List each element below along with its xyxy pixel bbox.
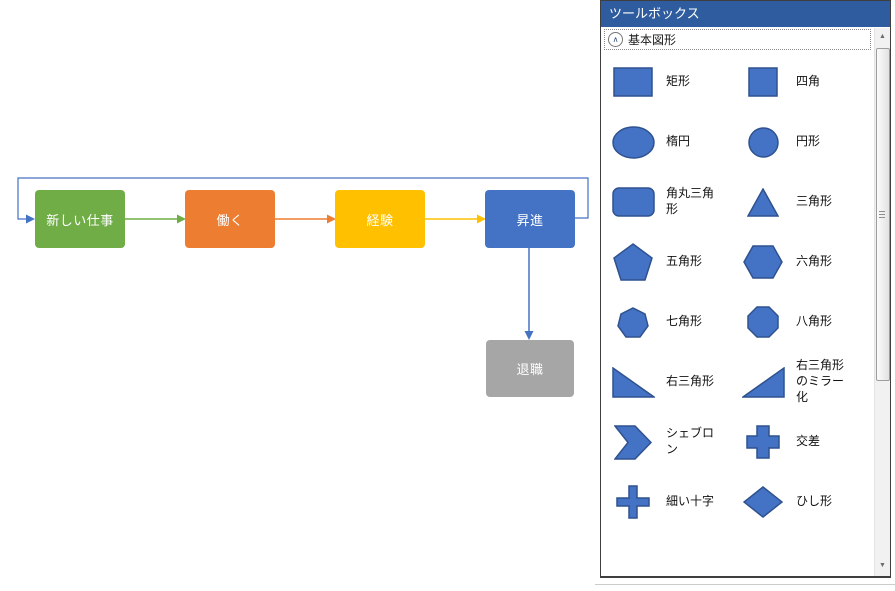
heptagon-icon — [609, 306, 657, 338]
shape-label: 四角 — [796, 74, 821, 89]
shape-item-right-triangle-mirrored[interactable]: 右三角形のミラー化 — [731, 352, 873, 412]
flow-node-promotion[interactable]: 昇進 — [485, 190, 575, 248]
shape-item-rounded-rectangle[interactable]: 角丸三角形 — [601, 172, 731, 232]
shape-label: 角丸三角形 — [666, 186, 715, 216]
connector-work-experience[interactable] — [275, 214, 336, 224]
scrollbar-down-button[interactable]: ▼ — [875, 557, 890, 574]
triangle-icon — [739, 187, 787, 217]
shape-grid-row: 七角形 八角形 — [601, 292, 873, 352]
shape-grid: 矩形 四角 楕円 円形 — [601, 52, 873, 532]
section-header-basic-shapes[interactable]: ∧ 基本図形 — [604, 29, 871, 50]
shape-label: ひし形 — [796, 494, 833, 509]
flow-node-label: 経験 — [366, 212, 394, 228]
shape-label: 楕円 — [666, 134, 691, 149]
shape-item-diamond[interactable]: ひし形 — [731, 472, 873, 532]
right-triangle-icon — [609, 366, 657, 398]
shape-item-rectangle[interactable]: 矩形 — [601, 52, 731, 112]
square-icon — [739, 67, 787, 97]
connector-promotion-newjob-loop[interactable] — [17, 177, 589, 224]
scrollbar-grip-icon — [879, 210, 885, 219]
shape-grid-row: 矩形 四角 — [601, 52, 873, 112]
shape-item-thin-cross[interactable]: 細い十字 — [601, 472, 731, 532]
section-label: 基本図形 — [628, 33, 677, 47]
diamond-icon — [739, 486, 787, 518]
toolbox-title: ツールボックス — [601, 1, 890, 27]
shape-label: 八角形 — [796, 314, 833, 329]
shape-label: 七角形 — [666, 314, 703, 329]
flow-node-work[interactable]: 働く — [185, 190, 275, 248]
shape-item-chevron[interactable]: シェブロン — [601, 412, 731, 472]
shape-item-ellipse[interactable]: 楕円 — [601, 112, 731, 172]
shape-item-triangle[interactable]: 三角形 — [731, 172, 873, 232]
shape-item-octagon[interactable]: 八角形 — [731, 292, 873, 352]
shape-item-circle[interactable]: 円形 — [731, 112, 873, 172]
right-triangle-mirrored-icon — [739, 366, 787, 398]
flow-node-label: 昇進 — [516, 212, 544, 228]
chevron-up-icon: ∧ — [612, 34, 619, 44]
shape-label: 交差 — [796, 434, 821, 449]
shape-item-hexagon[interactable]: 六角形 — [731, 232, 873, 292]
shape-label: 細い十字 — [666, 494, 715, 509]
shape-label: 右三角形のミラー化 — [796, 358, 845, 404]
shape-item-heptagon[interactable]: 七角形 — [601, 292, 731, 352]
circle-icon — [739, 126, 787, 158]
diagram-canvas[interactable]: 新しい仕事 働く 経験 昇進 退職 — [0, 0, 600, 591]
shape-label: 矩形 — [666, 74, 691, 89]
shape-label: 円形 — [796, 134, 821, 149]
shape-grid-row: 右三角形 右三角形のミラー化 — [601, 352, 873, 412]
shape-grid-row: シェブロン 交差 — [601, 412, 873, 472]
shape-grid-row: 角丸三角形 三角形 — [601, 172, 873, 232]
shape-label: 三角形 — [796, 194, 833, 209]
connector-layer — [17, 177, 589, 340]
ellipse-icon — [609, 125, 657, 159]
connector-newjob-work[interactable] — [125, 214, 186, 224]
connector-experience-promotion[interactable] — [425, 214, 486, 224]
shape-label: シェブロン — [666, 426, 715, 456]
flow-node-label: 働く — [216, 212, 244, 228]
shape-item-right-triangle[interactable]: 右三角形 — [601, 352, 731, 412]
scrollbar-thumb[interactable] — [876, 48, 890, 381]
shape-label: 右三角形 — [666, 374, 715, 389]
shape-item-pentagon[interactable]: 五角形 — [601, 232, 731, 292]
scroll-down-icon: ▼ — [879, 562, 886, 569]
chevron-icon — [609, 424, 657, 460]
shape-grid-row: 五角形 六角形 — [601, 232, 873, 292]
flow-node-label: 新しい仕事 — [46, 212, 114, 228]
hexagon-icon — [739, 245, 787, 279]
octagon-icon — [739, 306, 787, 338]
shape-item-square[interactable]: 四角 — [731, 52, 873, 112]
thin-cross-icon — [609, 485, 657, 519]
scrollbar-up-button[interactable]: ▲ — [875, 28, 890, 45]
cross-icon — [739, 425, 787, 459]
rectangle-icon — [609, 67, 657, 97]
scroll-up-icon: ▲ — [879, 33, 886, 40]
pentagon-icon — [609, 243, 657, 281]
shape-label: 五角形 — [666, 254, 703, 269]
toolbox-scrollbar[interactable]: ▲ ▼ — [874, 28, 890, 576]
flow-node-new-job[interactable]: 新しい仕事 — [35, 190, 125, 248]
flow-node-label: 退職 — [516, 362, 544, 377]
connector-promotion-retirement[interactable] — [524, 248, 534, 340]
window-bottom-divider — [595, 584, 895, 585]
toolbox-panel: ツールボックス ∧ 基本図形 矩形 四角 — [600, 0, 891, 578]
flow-node-retirement[interactable]: 退職 — [486, 340, 574, 397]
shape-grid-row: 楕円 円形 — [601, 112, 873, 172]
shape-grid-row: 細い十字 ひし形 — [601, 472, 873, 532]
collapse-section-button[interactable]: ∧ — [608, 32, 623, 47]
rounded-rectangle-icon — [609, 187, 657, 217]
shape-label: 六角形 — [796, 254, 833, 269]
flow-node-experience[interactable]: 経験 — [335, 190, 425, 248]
shape-item-cross[interactable]: 交差 — [731, 412, 873, 472]
